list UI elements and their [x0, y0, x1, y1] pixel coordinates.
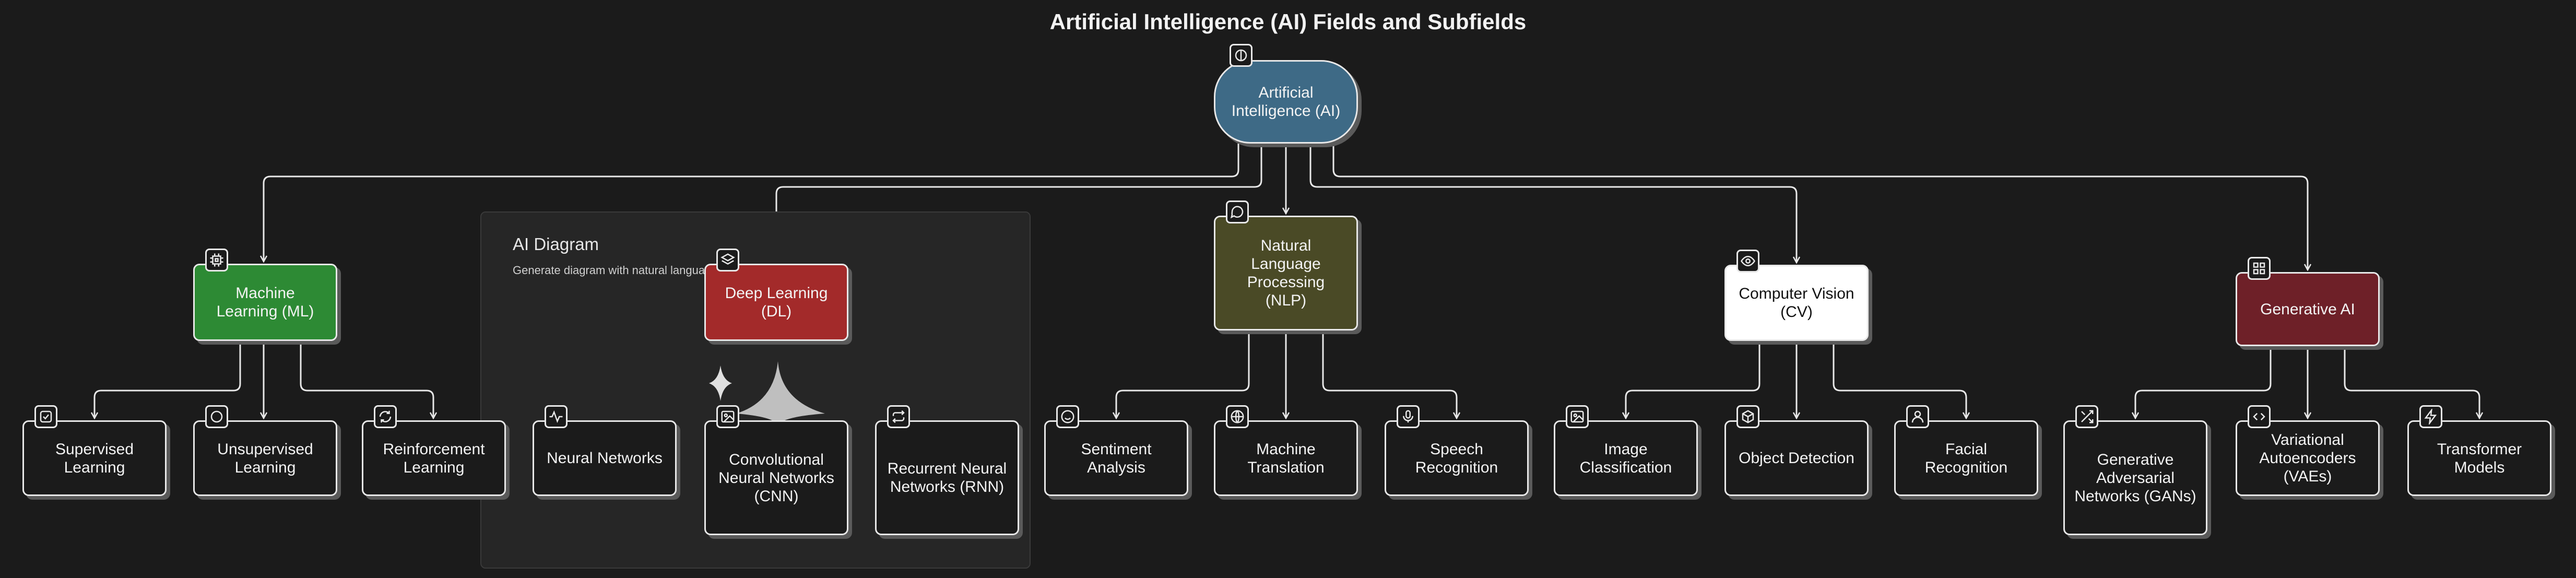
node-label: Computer Vision (CV): [1739, 285, 1854, 321]
diagram-title: Artificial Intelligence (AI) Fields and …: [1049, 9, 1527, 34]
globe-icon: [1226, 405, 1249, 428]
node-supervised-learning[interactable]: Supervised Learning: [22, 420, 167, 496]
circle-icon: [205, 405, 228, 428]
node-label: Generative AI: [2260, 300, 2355, 318]
edge-genai-transformer: [2344, 346, 2479, 418]
edge-root-genai: [1332, 144, 2308, 269]
eye-icon: [1736, 250, 1759, 273]
edge-ml-supervised: [94, 341, 241, 418]
edge-cv-facial: [1833, 341, 1966, 418]
layers-icon: [716, 249, 739, 272]
grid-icon: [2248, 257, 2271, 280]
box-icon: [1736, 405, 1759, 428]
zap-icon: [2419, 405, 2442, 428]
code-icon: [2248, 405, 2271, 428]
user-icon: [1906, 405, 1929, 428]
node-label: Supervised Learning: [55, 440, 134, 476]
edge-nlp-sentiment: [1116, 331, 1250, 418]
node-label: Object Detection: [1739, 450, 1854, 467]
node-label: Facial Recognition: [1924, 440, 2008, 476]
node-artificial-intelligence[interactable]: Artificial Intelligence (AI): [1214, 60, 1358, 144]
node-label: Image Classification: [1579, 440, 1672, 476]
refresh-icon: [374, 405, 397, 428]
node-label: Machine Translation: [1247, 440, 1325, 476]
node-generative-adversarial-networks[interactable]: Generative Adversarial Networks (GANs): [2063, 420, 2207, 535]
cpu-icon: [205, 249, 228, 272]
node-label: Sentiment Analysis: [1081, 440, 1152, 476]
node-unsupervised-learning[interactable]: Unsupervised Learning: [193, 420, 337, 496]
node-recurrent-neural-networks[interactable]: Recurrent Neural Networks (RNN): [875, 420, 1019, 535]
node-object-detection[interactable]: Object Detection: [1724, 420, 1869, 496]
brain-icon: [1230, 44, 1252, 67]
edge-nlp-speech: [1322, 331, 1457, 418]
node-generative-ai[interactable]: Generative AI: [2236, 272, 2380, 346]
edge-root-dl: [776, 144, 1262, 261]
node-speech-recognition[interactable]: Speech Recognition: [1385, 420, 1529, 496]
node-neural-networks[interactable]: Neural Networks: [533, 420, 677, 496]
node-label: Speech Recognition: [1415, 440, 1498, 476]
node-machine-learning[interactable]: Machine Learning (ML): [193, 264, 337, 341]
edge-cv-imgclass: [1626, 341, 1760, 418]
edge-root-ml: [264, 144, 1239, 261]
panel-title: AI Diagram: [513, 234, 599, 254]
node-label: Neural Networks: [547, 450, 663, 467]
node-label: Recurrent Neural Networks (RNN): [887, 460, 1007, 496]
node-label: Deep Learning (DL): [725, 285, 828, 320]
repeat-icon: [887, 405, 910, 428]
node-sentiment-analysis[interactable]: Sentiment Analysis: [1044, 420, 1188, 496]
node-label: Variational Autoencoders (VAEs): [2259, 431, 2356, 485]
node-facial-recognition[interactable]: Facial Recognition: [1894, 420, 2038, 496]
panel-subtitle: Generate diagram with natural language: [513, 264, 711, 277]
node-label: Natural Language Processing (NLP): [1247, 237, 1325, 309]
edge-genai-gans: [2135, 346, 2272, 418]
node-image-classification[interactable]: Image Classification: [1554, 420, 1698, 496]
image-icon: [716, 405, 739, 428]
node-natural-language-processing[interactable]: Natural Language Processing (NLP): [1214, 216, 1358, 331]
smile-icon: [1056, 405, 1079, 428]
node-label: Machine Learning (ML): [216, 285, 314, 320]
edge-root-cv: [1309, 144, 1797, 262]
check-square-icon: [34, 405, 57, 428]
node-variational-autoencoders[interactable]: Variational Autoencoders (VAEs): [2236, 420, 2380, 496]
node-deep-learning[interactable]: Deep Learning (DL): [704, 264, 848, 341]
node-computer-vision[interactable]: Computer Vision (CV): [1724, 265, 1869, 341]
node-label: Unsupervised Learning: [217, 440, 313, 476]
node-label: Generative Adversarial Networks (GANs): [2074, 451, 2196, 505]
node-machine-translation[interactable]: Machine Translation: [1214, 420, 1358, 496]
image-icon: [1566, 405, 1589, 428]
microphone-icon: [1397, 405, 1420, 428]
node-label: Artificial Intelligence (AI): [1231, 84, 1341, 120]
sparkle-icon: [709, 361, 825, 425]
node-label: Transformer Models: [2437, 440, 2522, 476]
node-transformer-models[interactable]: Transformer Models: [2407, 420, 2551, 496]
node-label: Reinforcement Learning: [383, 440, 485, 476]
shuffle-icon: [2075, 405, 2098, 428]
node-label: Convolutional Neural Networks (CNN): [718, 451, 834, 505]
node-reinforcement-learning[interactable]: Reinforcement Learning: [362, 420, 506, 496]
activity-icon: [545, 405, 568, 428]
chat-bubble-icon: [1226, 200, 1249, 223]
node-convolutional-neural-networks[interactable]: Convolutional Neural Networks (CNN): [704, 420, 848, 535]
edge-ml-reinforcement: [300, 341, 433, 418]
